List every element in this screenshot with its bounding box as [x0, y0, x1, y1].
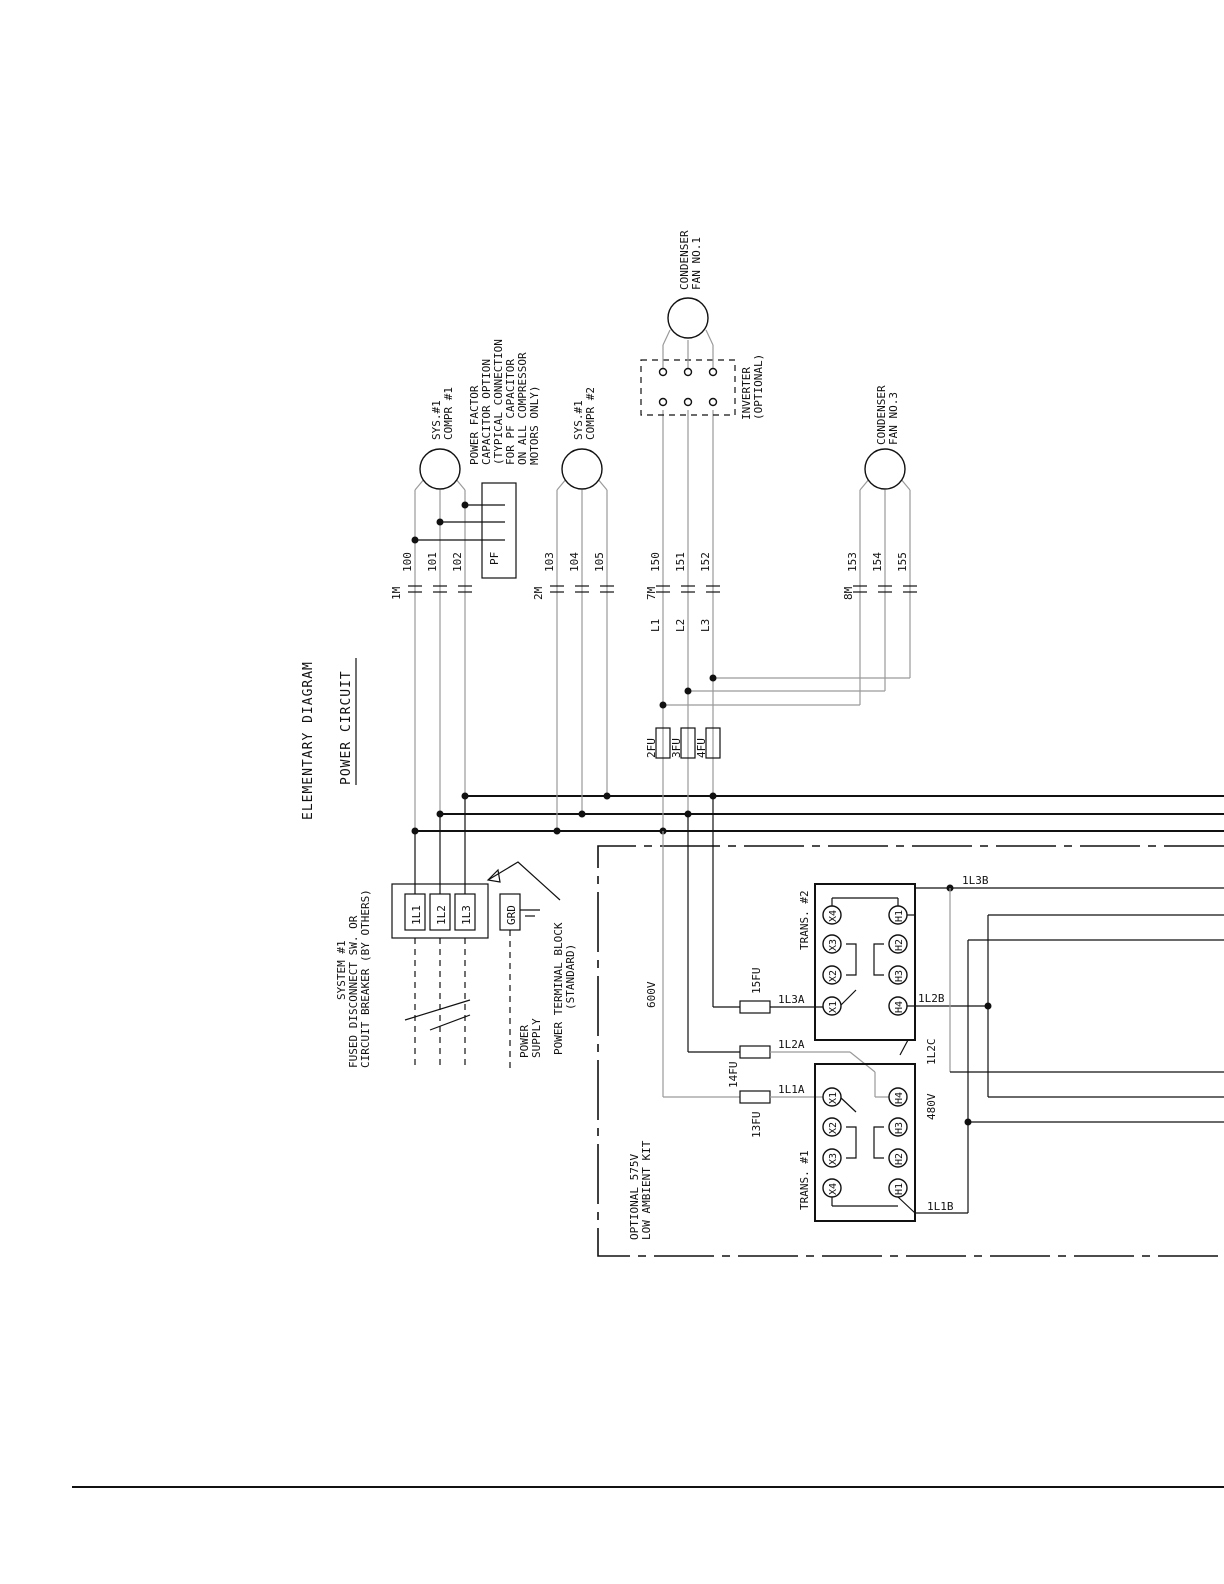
t1-h3: H3: [894, 1122, 905, 1134]
wire-155: 155: [896, 552, 909, 572]
phase-l2: L2: [674, 619, 687, 632]
diagram-title: ELEMENTARY DIAGRAM: [301, 661, 316, 820]
wire-1L3A: 1L3A: [778, 993, 805, 1006]
pf-note-3: (TYPICAL CONNECTION: [492, 339, 505, 465]
fuse-3fu: 3FU: [670, 738, 683, 758]
disconnect-switch: [391, 796, 561, 1070]
wire-102: 102: [451, 552, 464, 572]
t2-h1: H1: [894, 910, 905, 922]
contactor-8m: 8M: [842, 586, 855, 600]
t2-h2: H2: [894, 939, 905, 951]
disconnect-label-3: CIRCUIT BREAKER (BY OTHERS): [359, 889, 372, 1068]
compressor-1-circuit: [414, 448, 517, 831]
contactor-1m: 1M: [390, 586, 403, 600]
t1-x2: X2: [828, 1122, 839, 1134]
t2-h3: H3: [894, 970, 905, 982]
pf-note-1: POWER FACTOR: [468, 385, 481, 465]
pf-note-6: MOTORS ONLY): [528, 386, 541, 465]
contactor-contacts: [408, 585, 917, 593]
contactor-7m: 7M: [645, 586, 658, 600]
disconnect-label-1: SYSTEM #1: [335, 940, 348, 1000]
fan-fuses: [655, 727, 721, 759]
wire-1L2B: 1L2B: [918, 992, 945, 1005]
fan-3-label-2: FAN NO.3: [887, 392, 900, 445]
t2-x3: X3: [828, 939, 839, 951]
t1-x4: X4: [828, 1183, 839, 1195]
pf-note-2: CAPACITOR OPTION: [480, 359, 493, 465]
kit-feeds: [662, 796, 895, 1104]
compressor-2-label-1: SYS.#1: [572, 400, 585, 440]
wire-1L1B: 1L1B: [927, 1200, 954, 1213]
fan-3-label-1: CONDENSER: [875, 385, 888, 445]
t2-x2: X2: [828, 970, 839, 982]
t2-x1: X1: [828, 1001, 839, 1013]
wire-103: 103: [543, 552, 556, 572]
wire-153: 153: [846, 552, 859, 572]
wire-1L2A: 1L2A: [778, 1038, 805, 1051]
wire-152: 152: [699, 552, 712, 572]
wire-105: 105: [593, 552, 606, 572]
terminal-1L1: 1L1: [410, 905, 423, 925]
fuse-13fu: 13FU: [750, 1112, 763, 1139]
supply-label-1: POWER: [518, 1025, 531, 1058]
kit-title-2: LOW AMBIENT KIT: [640, 1140, 653, 1240]
compressor-2-label-2: COMPR #2: [584, 387, 597, 440]
wire-154: 154: [871, 552, 884, 572]
wire-151: 151: [674, 552, 687, 572]
fan-1-label-1: CONDENSER: [678, 230, 691, 290]
terminal-block-label-1: POWER TERMINAL BLOCK: [552, 922, 565, 1055]
supply-label-2: SUPPLY: [530, 1018, 543, 1058]
kit-title-1: OPTIONAL 575V: [628, 1154, 641, 1240]
t1-h1: H1: [894, 1183, 905, 1195]
fan-1-label-2: FAN NO.1: [690, 237, 703, 290]
t1-h2: H2: [894, 1153, 905, 1165]
transformer-1: [814, 1063, 916, 1222]
inverter-label-1: INVERTER: [740, 367, 753, 420]
t1-x3: X3: [828, 1153, 839, 1165]
terminal-1L2: 1L2: [435, 905, 448, 925]
wire-150: 150: [649, 552, 662, 572]
trans1-label: TRANS. #1: [798, 1150, 811, 1210]
terminal-grd: GRD: [505, 905, 518, 925]
diagram-subtitle: POWER CIRCUIT: [339, 670, 354, 785]
t1-h4: H4: [894, 1092, 905, 1104]
terminal-block-label-2: (STANDARD): [564, 944, 577, 1010]
disconnect-label-2: FUSED DISCONNECT SW. OR: [347, 915, 360, 1068]
compressor-1-label-2: COMPR #1: [442, 387, 455, 440]
fuse-2fu: 2FU: [645, 738, 658, 758]
phase-l1: L1: [649, 619, 662, 632]
pf-note-5: ON ALL COMPRESSOR: [516, 352, 529, 465]
kit-outputs: [897, 887, 1224, 1214]
t2-x4: X4: [828, 910, 839, 922]
wire-100: 100: [401, 552, 414, 572]
condenser-fan-1-circuit: [640, 297, 736, 831]
compressor-2-circuit: [556, 448, 608, 831]
fuse-14fu: 14FU: [727, 1062, 740, 1089]
phase-l3: L3: [699, 619, 712, 632]
wire-101: 101: [426, 552, 439, 572]
wire-104: 104: [568, 552, 581, 572]
fuse-4fu: 4FU: [695, 738, 708, 758]
wire-1L3B: 1L3B: [962, 874, 989, 887]
wire-1L1A: 1L1A: [778, 1083, 805, 1096]
kit-600v: 600V: [645, 981, 658, 1008]
pf-note-4: FOR PF CAPACITOR: [504, 359, 517, 465]
main-bus: [415, 795, 1224, 832]
transformer-2: [814, 883, 916, 1041]
inverter-label-2: (OPTIONAL): [752, 354, 765, 420]
kit-480v: 480V: [925, 1093, 938, 1120]
wire-1L2C: 1L2C: [925, 1039, 938, 1066]
compressor-1-label-1: SYS.#1: [430, 400, 443, 440]
terminal-1L3: 1L3: [460, 905, 473, 925]
contactor-2m: 2M: [532, 586, 545, 600]
fuse-15fu: 15FU: [750, 968, 763, 995]
condenser-fan-3-circuit: [663, 448, 911, 706]
low-ambient-kit-border: [597, 845, 1224, 1257]
pf-label: PF: [488, 552, 501, 565]
trans2-label: TRANS. #2: [798, 890, 811, 950]
junction-dots: [411, 501, 992, 1126]
t1-x1: X1: [828, 1092, 839, 1104]
t2-h4: H4: [894, 1001, 905, 1013]
